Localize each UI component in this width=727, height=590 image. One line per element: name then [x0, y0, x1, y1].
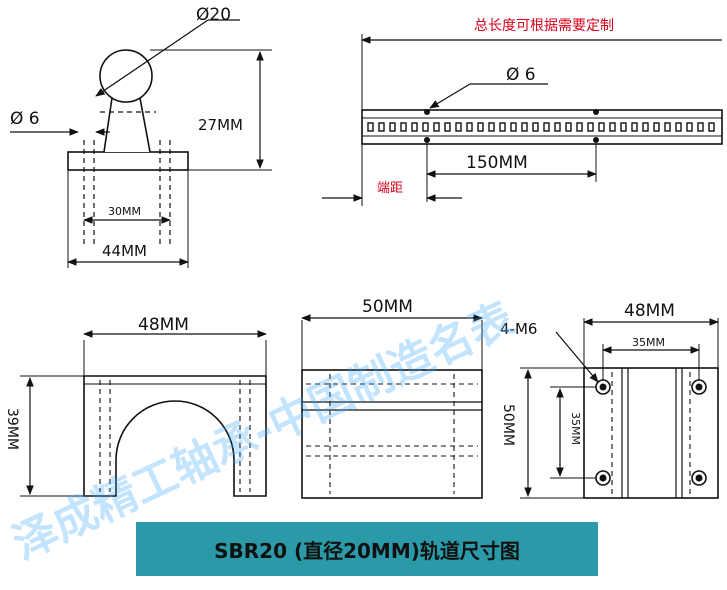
- rail-slot: [477, 122, 484, 132]
- caption-banner: SBR20 (直径20MM)轨道尺寸图: [136, 522, 598, 576]
- side-length-label: 50MM: [362, 297, 413, 317]
- rail-slot: [620, 122, 627, 132]
- rail-slot: [554, 122, 561, 132]
- rail-slot: [433, 122, 440, 132]
- block-top-view: [520, 318, 719, 499]
- rail-slot: [642, 122, 649, 132]
- rail-slot: [686, 122, 693, 132]
- hole-spacing-x-label: 35MM: [632, 336, 665, 349]
- shaft-diameter-label: Ø20: [196, 5, 231, 25]
- rail-slot-row: [367, 122, 715, 132]
- rail-support-dimensions: [10, 19, 264, 266]
- rail-slot: [543, 122, 550, 132]
- hole-pitch-label: 150MM: [466, 153, 528, 173]
- rail-hole-diameter-label: Ø 6: [506, 65, 536, 85]
- rail-slot: [499, 122, 506, 132]
- rail-slot: [367, 122, 374, 132]
- block-side-view: [301, 314, 483, 499]
- rail-slot: [466, 122, 473, 132]
- rail-slot: [455, 122, 462, 132]
- rail-slot: [664, 122, 671, 132]
- top-width-label: 48MM: [624, 301, 675, 321]
- rail-slot: [697, 122, 704, 132]
- rail-slot: [510, 122, 517, 132]
- block-front-view: [20, 330, 267, 497]
- custom-length-note: 总长度可根据需要定制: [474, 18, 614, 34]
- rail-slot: [400, 122, 407, 132]
- rail-slot: [631, 122, 638, 132]
- hole-spacing-label: 30MM: [108, 205, 141, 218]
- rail-slot: [598, 122, 605, 132]
- rail-slot: [521, 122, 528, 132]
- rail-slot: [532, 122, 539, 132]
- caption-text: SBR20 (直径20MM)轨道尺寸图: [214, 538, 520, 563]
- mounting-holes-label: 4-M6: [500, 320, 537, 338]
- rail-slot: [609, 122, 616, 132]
- rail-slot: [565, 122, 572, 132]
- hole-spacing-y-label: 35MM: [569, 412, 582, 445]
- rail-slot: [708, 122, 715, 132]
- rail-slot: [587, 122, 594, 132]
- rail-support-end-view: [67, 49, 272, 268]
- rail-side-view: [322, 34, 723, 206]
- top-length-label: 50MM: [500, 404, 516, 446]
- rail-slot: [576, 122, 583, 132]
- rail-slot: [488, 122, 495, 132]
- rail-slot: [378, 122, 385, 132]
- rail-slot: [389, 122, 396, 132]
- front-height-label: 39MM: [4, 408, 20, 450]
- height-label: 27MM: [198, 116, 243, 134]
- base-width-label: 44MM: [102, 242, 147, 260]
- hole-diameter-label: Ø 6: [10, 109, 40, 129]
- rail-slot: [422, 122, 429, 132]
- front-width-label: 48MM: [138, 315, 189, 335]
- rail-slot: [411, 122, 418, 132]
- rail-slot: [653, 122, 660, 132]
- rail-slot: [675, 122, 682, 132]
- rail-slot: [444, 122, 451, 132]
- end-distance-label: 端距: [377, 181, 403, 196]
